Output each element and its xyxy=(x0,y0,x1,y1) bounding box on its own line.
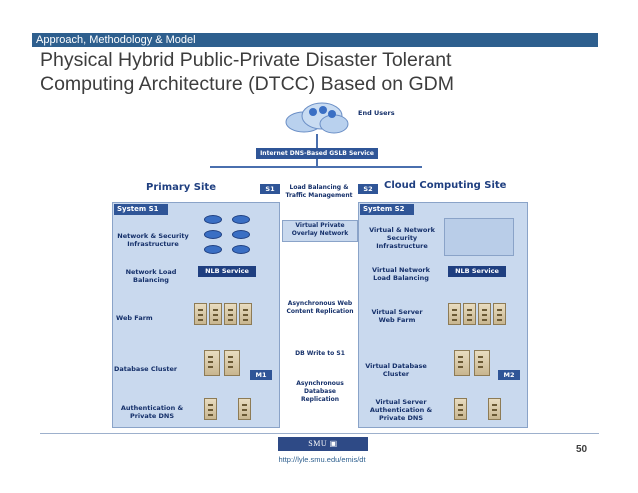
cloud-site-title: Cloud Computing Site xyxy=(384,180,507,191)
vpn-box xyxy=(282,220,358,242)
gslb-service-box: Internet DNS-Based GSLB Service xyxy=(256,148,378,159)
switch-icon xyxy=(204,230,222,239)
load-balancing-label: Load Balancing & Traffic Management xyxy=(285,184,353,199)
internet-cloud-icon xyxy=(285,102,349,134)
auth-server-icon xyxy=(204,398,217,420)
primary-web-farm-label: Web Farm xyxy=(116,314,153,322)
virtual-server-icon xyxy=(448,303,461,325)
primary-network-security-label: Network & Security Infrastructure xyxy=(117,232,189,248)
router-icon xyxy=(204,215,222,224)
virtual-database-server-icon xyxy=(474,350,490,376)
primary-nlb-service-box: NLB Service xyxy=(198,266,256,277)
async-web-replication-label: Asynchronous Web Content Replication xyxy=(286,300,354,315)
virtual-server-icon xyxy=(493,303,506,325)
virtual-server-icon xyxy=(463,303,476,325)
database-server-icon xyxy=(204,350,220,376)
virtual-dns-server-icon xyxy=(488,398,501,420)
primary-auth-label: Authentication & Private DNS xyxy=(120,404,184,420)
cloud-nlb-label: Virtual Network Load Balancing xyxy=(372,266,430,282)
footer-divider xyxy=(40,433,599,434)
system-s2-header: System S2 xyxy=(360,204,414,215)
connector-gslb-sites xyxy=(210,166,422,168)
slide-title-line-2: Computing Architecture (DTCC) Based on G… xyxy=(40,73,454,95)
server-icon xyxy=(209,303,222,325)
architecture-diagram: End Users Internet DNS-Based GSLB Servic… xyxy=(108,100,532,430)
switch-icon xyxy=(232,230,250,239)
slide-title-line-1: Physical Hybrid Public-Private Disaster … xyxy=(40,49,452,71)
smu-engineering-logo: SMU ▣ ENGINEERING xyxy=(278,437,368,462)
virtual-auth-server-icon xyxy=(454,398,467,420)
end-users-label: End Users xyxy=(358,109,395,117)
page-number: 50 xyxy=(576,444,588,455)
firewall-icon xyxy=(232,245,250,254)
server-icon xyxy=(224,303,237,325)
slide-title: Physical Hybrid Public-Private Disaster … xyxy=(40,48,600,96)
database-server-icon xyxy=(224,350,240,376)
footer-url-link[interactable]: http://lyle.smu.edu/emis/dt xyxy=(278,455,366,464)
db-write-label: DB Write to S1 xyxy=(295,350,345,357)
cloud-db-cluster-label: Virtual Database Cluster xyxy=(365,362,427,378)
cloud-web-farm-label: Virtual Server Web Farm xyxy=(371,308,423,324)
cloud-auth-label: Virtual Server Authentication & Private … xyxy=(369,398,433,422)
section-header-text: Approach, Methodology & Model xyxy=(36,34,196,46)
vpn-label: Virtual Private Overlay Network xyxy=(291,222,349,237)
system-s1-header: System S1 xyxy=(114,204,168,215)
connector-cloud-gslb xyxy=(316,134,318,148)
cloud-network-security-label: Virtual & Network Security Infrastructur… xyxy=(369,226,435,250)
section-header-bar: Approach, Methodology & Model xyxy=(32,33,598,47)
dns-server-icon xyxy=(238,398,251,420)
connector-gslb-down xyxy=(316,159,318,167)
async-db-replication-label: Asynchronous Database Replication xyxy=(296,380,344,403)
server-icon xyxy=(194,303,207,325)
primary-db-cluster-label: Database Cluster xyxy=(114,365,178,373)
primary-nlb-label: Network Load Balancing xyxy=(125,268,177,284)
m1-tag: M1 xyxy=(250,370,272,380)
primary-site-title: Primary Site xyxy=(146,182,216,193)
firewall-icon xyxy=(204,245,222,254)
server-icon xyxy=(239,303,252,325)
router-icon xyxy=(232,215,250,224)
s1-tag: S1 xyxy=(260,184,280,194)
s2-tag: S2 xyxy=(358,184,378,194)
virtual-database-server-icon xyxy=(454,350,470,376)
cloud-network-placeholder xyxy=(444,218,514,256)
cloud-nlb-service-box: NLB Service xyxy=(448,266,506,277)
m2-tag: M2 xyxy=(498,370,520,380)
virtual-server-icon xyxy=(478,303,491,325)
